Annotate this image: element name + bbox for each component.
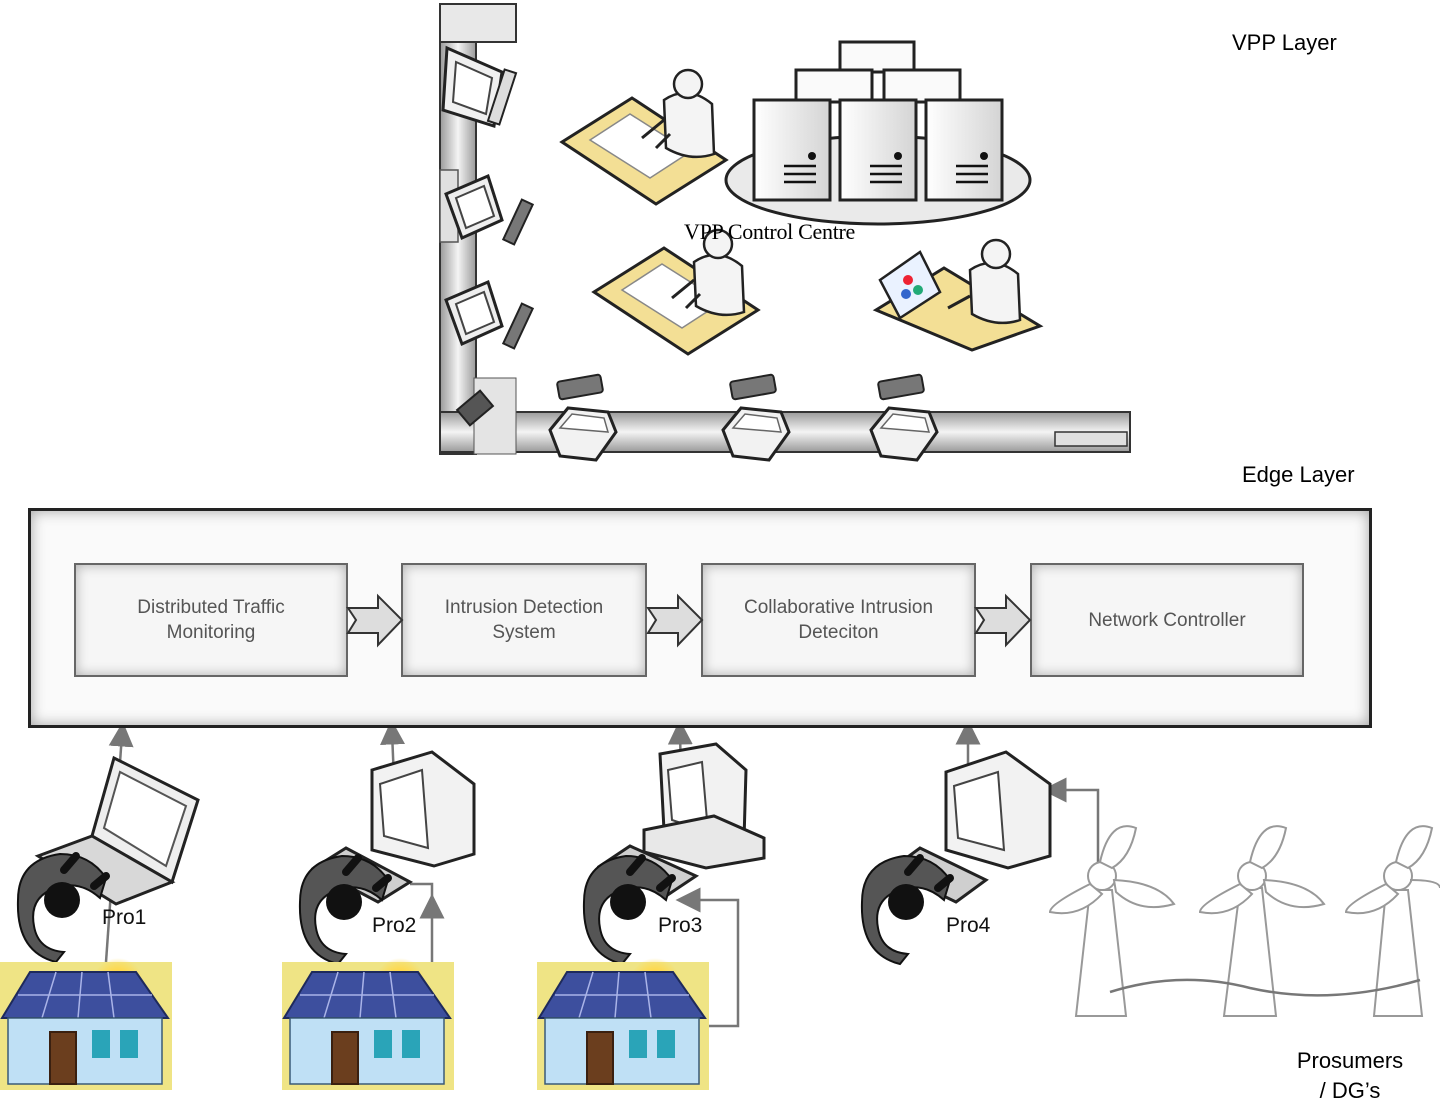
laptop-icon bbox=[34, 755, 200, 906]
terminal-icon bbox=[721, 373, 791, 462]
prosumers-label-line2: / DG’s bbox=[1319, 1078, 1381, 1103]
monitor-icon bbox=[441, 45, 518, 128]
prosumer-label-pro2: Pro2 bbox=[372, 914, 417, 937]
power-line bbox=[1109, 978, 1421, 997]
wind-turbine-icon bbox=[1344, 825, 1440, 1017]
wind-turbine-icon bbox=[1048, 825, 1176, 1017]
prosumer-label-pro3: Pro3 bbox=[658, 914, 703, 937]
solar-house-icon bbox=[282, 958, 454, 1090]
user-top-view-icon bbox=[16, 852, 110, 964]
stage-network-controller: Network Controller bbox=[1030, 563, 1304, 677]
stage-label-line2: System bbox=[492, 622, 556, 643]
monitor-icon bbox=[444, 279, 535, 350]
flow-arrow bbox=[646, 593, 704, 648]
desktop-computer-icon bbox=[311, 750, 476, 904]
vpp-layer-label: VPP Layer bbox=[1232, 30, 1337, 55]
prosumer-label-pro4: Pro4 bbox=[946, 914, 991, 937]
camera-icon bbox=[455, 389, 495, 427]
person-at-desk-icon bbox=[591, 228, 761, 356]
stage-label-line1: Network Controller bbox=[1088, 609, 1246, 631]
vpp-control-centre-label: VPP Control Centre bbox=[684, 219, 856, 244]
flow-arrow bbox=[346, 593, 404, 648]
prosumers-label-line1: Prosumers bbox=[1296, 1048, 1404, 1073]
stage-label-line1: Intrusion Detection bbox=[444, 597, 604, 618]
server-rack-icon bbox=[724, 40, 1032, 226]
user-top-view-icon bbox=[582, 854, 676, 966]
terminal-icon bbox=[548, 373, 618, 462]
flow-arrow bbox=[974, 593, 1032, 648]
stage-label-line2: Deteciton bbox=[798, 622, 879, 643]
solar-house-icon bbox=[537, 958, 709, 1090]
desktop-computer-icon bbox=[596, 742, 766, 898]
prosumer-label-pro1: Pro1 bbox=[102, 906, 147, 929]
prosumers-dg-label: Prosumers / DG’s bbox=[1290, 1046, 1410, 1106]
stage-label-line1: Distributed Traffic bbox=[137, 597, 285, 618]
user-top-view-icon bbox=[860, 854, 954, 966]
monitor-icon bbox=[444, 173, 535, 246]
solar-house-icon bbox=[0, 958, 172, 1090]
person-at-desk-icon bbox=[559, 68, 729, 206]
person-at-desk-icon bbox=[872, 238, 1044, 352]
terminal-icon bbox=[869, 373, 939, 462]
stage-label-line2: Monitoring bbox=[166, 622, 256, 643]
stage-label-line1: Collaborative Intrusion bbox=[743, 597, 934, 618]
edge-layer-label: Edge Layer bbox=[1242, 462, 1355, 487]
